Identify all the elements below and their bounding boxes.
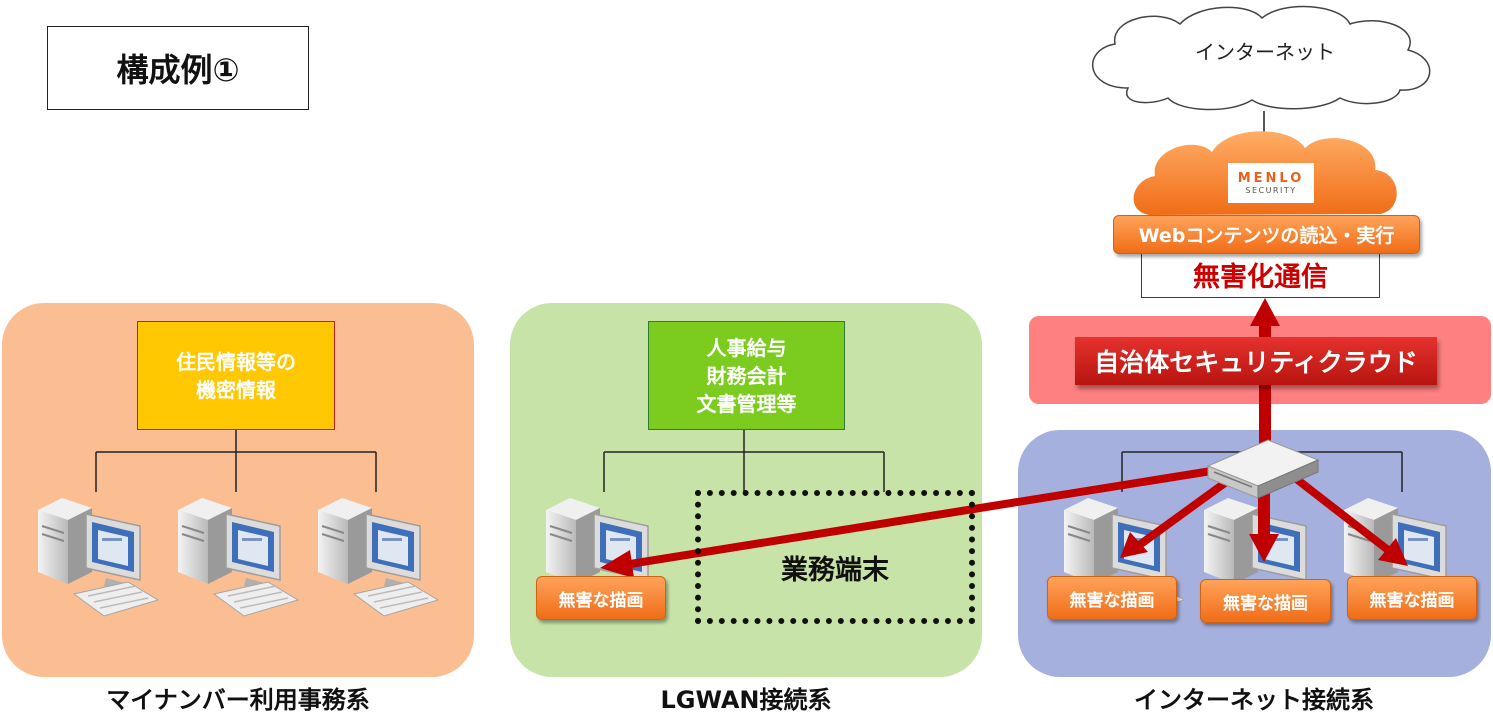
- pc-mynumber-1: [37, 497, 159, 617]
- internet-harmless-render-label-2: 無害な描画: [1200, 579, 1331, 623]
- sanitized-communication-box: 無害化通信: [1141, 250, 1380, 298]
- menlo-logo-text: MENLO: [1237, 171, 1305, 186]
- page-title: 構成例①: [47, 26, 309, 110]
- pc-mynumber-3: [317, 497, 439, 617]
- menlo-logo-subtext: SECURITY: [1245, 186, 1297, 195]
- internet-harmless-render-label-3: 無害な描画: [1347, 576, 1477, 620]
- pc-mynumber-2: [177, 497, 299, 617]
- security-cloud-title: 自治体セキュリティクラウド: [1075, 337, 1437, 385]
- internet-harmless-render-label-1: 無害な描画: [1047, 576, 1177, 620]
- cloud-icon: [1091, 5, 1431, 111]
- mynumber-info-box: 住民情報等の 機密情報: [137, 321, 335, 430]
- web-content-exec-label: Webコンテンツの読込・実行: [1113, 215, 1420, 254]
- server-icon: [1206, 439, 1320, 499]
- zone-lgwan-label: LGWAN接続系: [660, 686, 832, 714]
- lgwan-info-box: 人事給与 財務会計 文書管理等: [648, 321, 845, 430]
- business-terminal-dotted-box: 業務端末: [695, 490, 975, 624]
- menlo-logo: MENLO SECURITY: [1228, 163, 1314, 203]
- zone-mynumber-label: マイナンバー利用事務系: [106, 686, 370, 714]
- internet-cloud-label: インターネット: [1195, 40, 1335, 64]
- lgwan-harmless-render-label: 無害な描画: [536, 576, 666, 620]
- zone-internet-label: インターネット接続系: [1134, 686, 1374, 714]
